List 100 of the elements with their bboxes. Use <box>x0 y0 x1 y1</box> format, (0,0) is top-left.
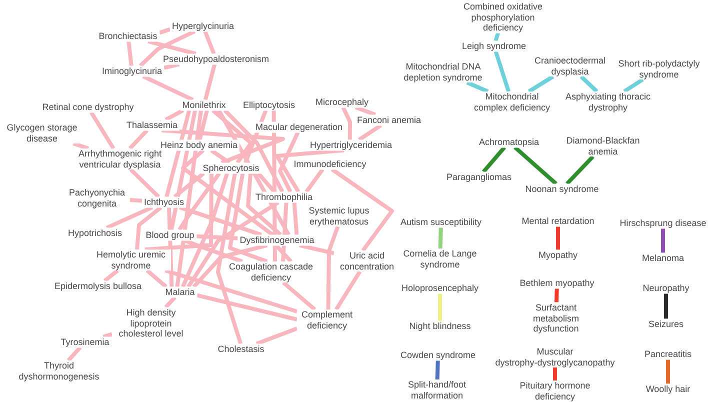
connector-line <box>192 243 268 288</box>
connector-line <box>278 131 300 193</box>
connector-line <box>358 124 382 142</box>
disease-label: Retinal cone dystrophy <box>40 102 136 112</box>
connector-line <box>664 293 668 319</box>
connector-line <box>203 64 217 100</box>
disease-label: Achromatopsia <box>476 136 542 148</box>
connector-line <box>223 108 284 193</box>
connector-line <box>246 173 282 236</box>
connector-line <box>341 106 352 140</box>
connector-line <box>164 268 298 314</box>
disease-label: Seizures <box>646 318 686 330</box>
disease-label: Cowden syndrome <box>398 350 478 360</box>
connector-line <box>556 226 560 250</box>
connector-line <box>142 74 194 102</box>
connector-line <box>180 172 229 288</box>
connector-line <box>244 110 268 164</box>
disease-label: Holoprosencephaly <box>399 282 481 294</box>
disease-label: Thrombophilia <box>253 192 315 202</box>
connector-line <box>138 30 196 68</box>
connector-line <box>161 128 285 165</box>
disease-label: Macular degeneration <box>253 122 345 132</box>
disease-label: Tyrosinemia <box>58 336 112 348</box>
connector-line <box>178 205 262 237</box>
disease-label: Microcephaly <box>313 96 371 108</box>
disease-label: Coagulation cascade deficiency <box>226 262 316 282</box>
disease-label: Hyperglycinuria <box>170 20 236 32</box>
disease-label: Ichthyosis <box>142 196 186 208</box>
connector-line <box>212 108 253 164</box>
connector-line <box>167 207 174 287</box>
disease-label: Woolly hair <box>644 384 692 394</box>
disease-label: Monilethrix <box>180 100 228 110</box>
disease-label: Leigh syndrome <box>460 40 528 52</box>
disease-label: Pseudohypoaldosteronism <box>160 54 272 64</box>
connector-line <box>196 293 298 322</box>
connector-line <box>282 280 316 312</box>
connector-line <box>494 50 510 92</box>
disease-label: Hirschsprung disease <box>618 218 708 228</box>
connector-line <box>326 226 340 310</box>
connector-line <box>146 268 168 288</box>
disease-label: Pancreatitis <box>642 348 694 360</box>
connector-line <box>528 74 554 94</box>
connector-line <box>435 360 440 380</box>
disease-label: Spherocytosis <box>200 162 262 174</box>
connector-line <box>256 326 298 346</box>
connector-line <box>196 234 238 240</box>
connector-line <box>566 155 594 186</box>
connector-line <box>175 110 203 288</box>
connector-line <box>181 148 274 236</box>
connector-line <box>144 173 214 252</box>
connector-line <box>169 110 198 230</box>
connector-line <box>623 78 644 94</box>
disease-label: Autism susceptibility <box>398 216 484 228</box>
disease-label: Night blindness <box>407 320 473 332</box>
connector-line <box>66 346 82 362</box>
connector-line <box>164 108 184 122</box>
connector-line <box>103 268 119 282</box>
connector-line <box>292 202 299 235</box>
connector-line <box>106 205 154 230</box>
connector-line <box>304 168 324 193</box>
disease-label: Heinz body anemia <box>158 140 240 150</box>
connector-line <box>72 142 90 150</box>
connector-line <box>148 39 196 56</box>
connector-line <box>354 105 376 117</box>
connector-line <box>281 202 288 262</box>
connector-line <box>217 109 290 236</box>
connector-line <box>186 200 280 288</box>
disease-label: Mental retardation <box>520 216 596 226</box>
connector-line <box>173 172 205 198</box>
connector-line <box>216 172 243 344</box>
disease-label: Myopathy <box>536 250 580 260</box>
connector-line <box>554 288 559 302</box>
connector-line <box>438 293 442 321</box>
connector-line <box>130 198 142 203</box>
connector-line <box>210 148 231 164</box>
disease-label: Iminoglycinuria <box>100 66 164 76</box>
connector-line <box>438 227 443 249</box>
disease-label: Epidermolysis bullosa <box>52 280 144 292</box>
disease-label: Neuropathy <box>640 282 692 294</box>
connector-line <box>330 168 394 252</box>
disease-label: Thalassemia <box>124 120 180 130</box>
connector-line <box>129 168 160 198</box>
connector-line <box>482 146 506 174</box>
connector-line <box>275 148 344 193</box>
connector-line <box>553 368 557 380</box>
connector-line <box>128 128 149 150</box>
connector-line <box>661 228 665 253</box>
connector-line <box>228 172 268 264</box>
connector-line <box>164 110 192 198</box>
disease-label: Fanconi anemia <box>354 114 424 126</box>
disease-label: Melanoma <box>640 252 686 264</box>
disease-label: Immunodeficiency <box>292 158 368 170</box>
connector-line <box>158 27 171 35</box>
connector-line <box>184 238 243 264</box>
connector-line <box>299 243 334 256</box>
disease-label: Elliptocytosis <box>240 100 298 110</box>
connector-line <box>90 111 116 150</box>
connector-line <box>164 296 177 309</box>
connector-line <box>580 75 598 93</box>
disease-label: Blood group <box>144 230 196 240</box>
